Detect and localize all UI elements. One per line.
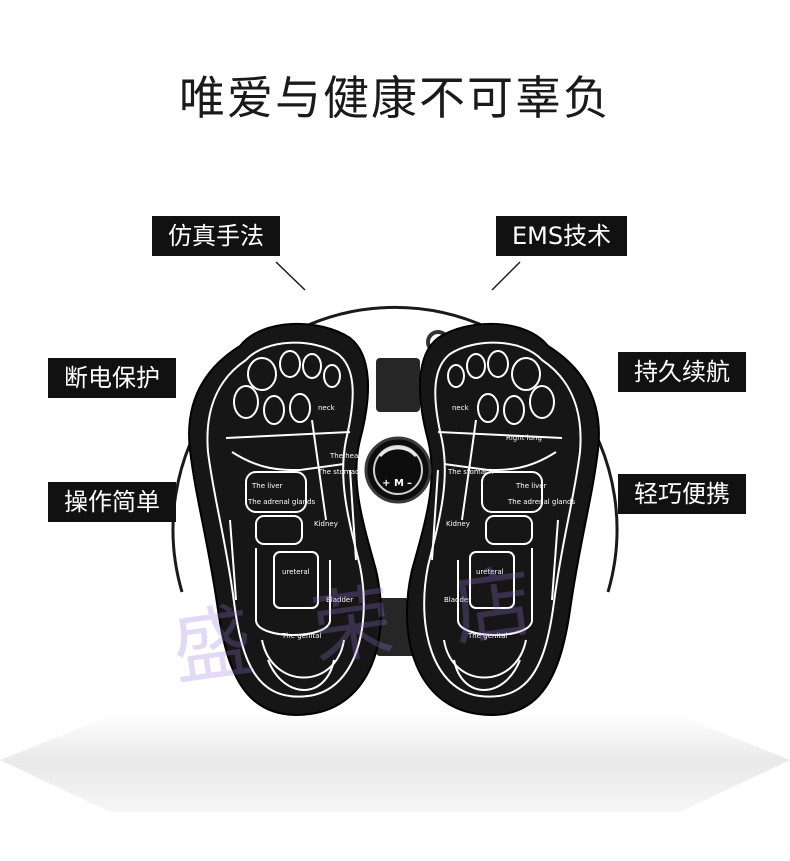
display-platform bbox=[0, 712, 790, 812]
right-label-stomach: The stomach bbox=[447, 468, 493, 476]
right-label-bladder: Bladder bbox=[444, 596, 471, 604]
left-label-stomach: The stomach bbox=[317, 468, 363, 476]
left-label-ureteral: ureteral bbox=[282, 568, 310, 576]
left-foot-pad: neck The liver Kidney ureteral The genit… bbox=[188, 322, 383, 716]
right-foot-pad: neck Right lung The liver Kidney uretera… bbox=[405, 322, 600, 716]
right-label-genital: The genital bbox=[467, 632, 507, 640]
left-label-heart: The heart bbox=[329, 452, 364, 460]
controller-minus-button[interactable]: – bbox=[407, 478, 412, 489]
left-label-liver: The liver bbox=[251, 482, 283, 490]
feature-arc bbox=[171, 306, 619, 593]
left-label-neck: neck bbox=[318, 404, 336, 412]
left-label-bladder: Bladder bbox=[326, 596, 353, 604]
feature-tag-portable: 轻巧便携 bbox=[618, 474, 746, 514]
left-label-kidney: Kidney bbox=[314, 520, 338, 528]
controller-plus-button[interactable]: + bbox=[382, 478, 390, 489]
right-label-neck: neck bbox=[452, 404, 470, 412]
right-label-ureteral: ureteral bbox=[476, 568, 504, 576]
left-label-adrenal: The adrenal glands bbox=[247, 498, 315, 506]
feature-tag-power-off-protection: 断电保护 bbox=[48, 358, 176, 398]
right-label-liver: The liver bbox=[515, 482, 547, 490]
connector-line bbox=[275, 261, 306, 291]
controller-mode-button[interactable]: M bbox=[394, 478, 404, 489]
right-label-lung: Right lung bbox=[506, 434, 542, 442]
feature-tag-simulated-massage: 仿真手法 bbox=[152, 216, 280, 256]
feature-tag-ems: EMS技术 bbox=[496, 216, 628, 256]
right-label-adrenal: The adrenal glands bbox=[507, 498, 575, 506]
connector-line bbox=[491, 261, 521, 291]
feature-tag-easy-operation: 操作简单 bbox=[48, 482, 176, 522]
controller: + M – bbox=[364, 436, 432, 504]
right-label-kidney: Kidney bbox=[446, 520, 470, 528]
hinge-top bbox=[376, 358, 420, 412]
feature-tag-long-battery: 持久续航 bbox=[618, 352, 746, 392]
page-title: 唯爱与健康不可辜负 bbox=[179, 71, 611, 125]
left-label-genital: The genital bbox=[281, 632, 321, 640]
